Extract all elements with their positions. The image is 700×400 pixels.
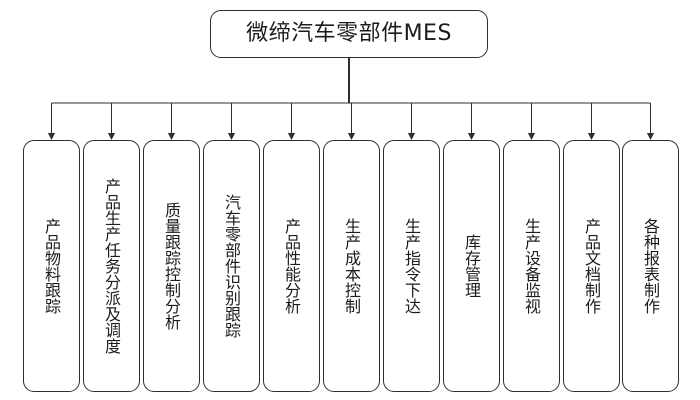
- leaf-node[interactable]: 生产指令下达: [383, 140, 440, 392]
- leaf-node-label: 产品性能分析: [282, 218, 301, 314]
- leaf-node[interactable]: 质量跟踪控制分析: [143, 140, 200, 392]
- leaf-node[interactable]: 库存管理: [443, 140, 500, 392]
- leaf-node-label: 库存管理: [462, 234, 481, 298]
- arrow-head-icon: [587, 133, 596, 140]
- arrow-head-icon: [527, 133, 536, 140]
- arrow-head-icon: [467, 133, 476, 140]
- leaf-node[interactable]: 汽车零部件识别跟踪: [203, 140, 260, 392]
- leaf-node[interactable]: 产品物料跟踪: [23, 140, 80, 392]
- root-node-mes[interactable]: 微缔汽车零部件MES: [210, 10, 488, 58]
- leaf-node-label: 产品生产任务分派及调度: [102, 178, 121, 354]
- arrow-head-icon: [107, 133, 116, 140]
- leaf-node[interactable]: 各种报表制作: [622, 140, 679, 392]
- arrow-head-icon: [47, 133, 56, 140]
- leaf-node[interactable]: 产品文档制作: [563, 140, 620, 392]
- leaf-node-label: 生产设备监视: [522, 218, 541, 314]
- arrow-head-icon: [227, 133, 236, 140]
- leaf-node-label: 产品文档制作: [582, 218, 601, 314]
- arrow-head-icon: [407, 133, 416, 140]
- arrow-head-icon: [167, 133, 176, 140]
- leaf-node-label: 质量跟踪控制分析: [162, 202, 181, 330]
- arrow-head-icon: [646, 133, 655, 140]
- root-node-label: 微缔汽车零部件MES: [246, 21, 452, 46]
- leaf-node-label: 各种报表制作: [641, 218, 660, 314]
- leaf-node-label: 产品物料跟踪: [42, 218, 61, 314]
- arrow-head-icon: [287, 133, 296, 140]
- leaf-node-label: 汽车零部件识别跟踪: [222, 194, 241, 338]
- leaf-node[interactable]: 生产成本控制: [323, 140, 380, 392]
- leaf-node-label: 生产成本控制: [342, 218, 361, 314]
- arrow-head-icon: [347, 133, 356, 140]
- leaf-node-label: 生产指令下达: [402, 218, 421, 314]
- leaf-node[interactable]: 生产设备监视: [503, 140, 560, 392]
- leaf-node[interactable]: 产品性能分析: [263, 140, 320, 392]
- leaf-node[interactable]: 产品生产任务分派及调度: [83, 140, 140, 392]
